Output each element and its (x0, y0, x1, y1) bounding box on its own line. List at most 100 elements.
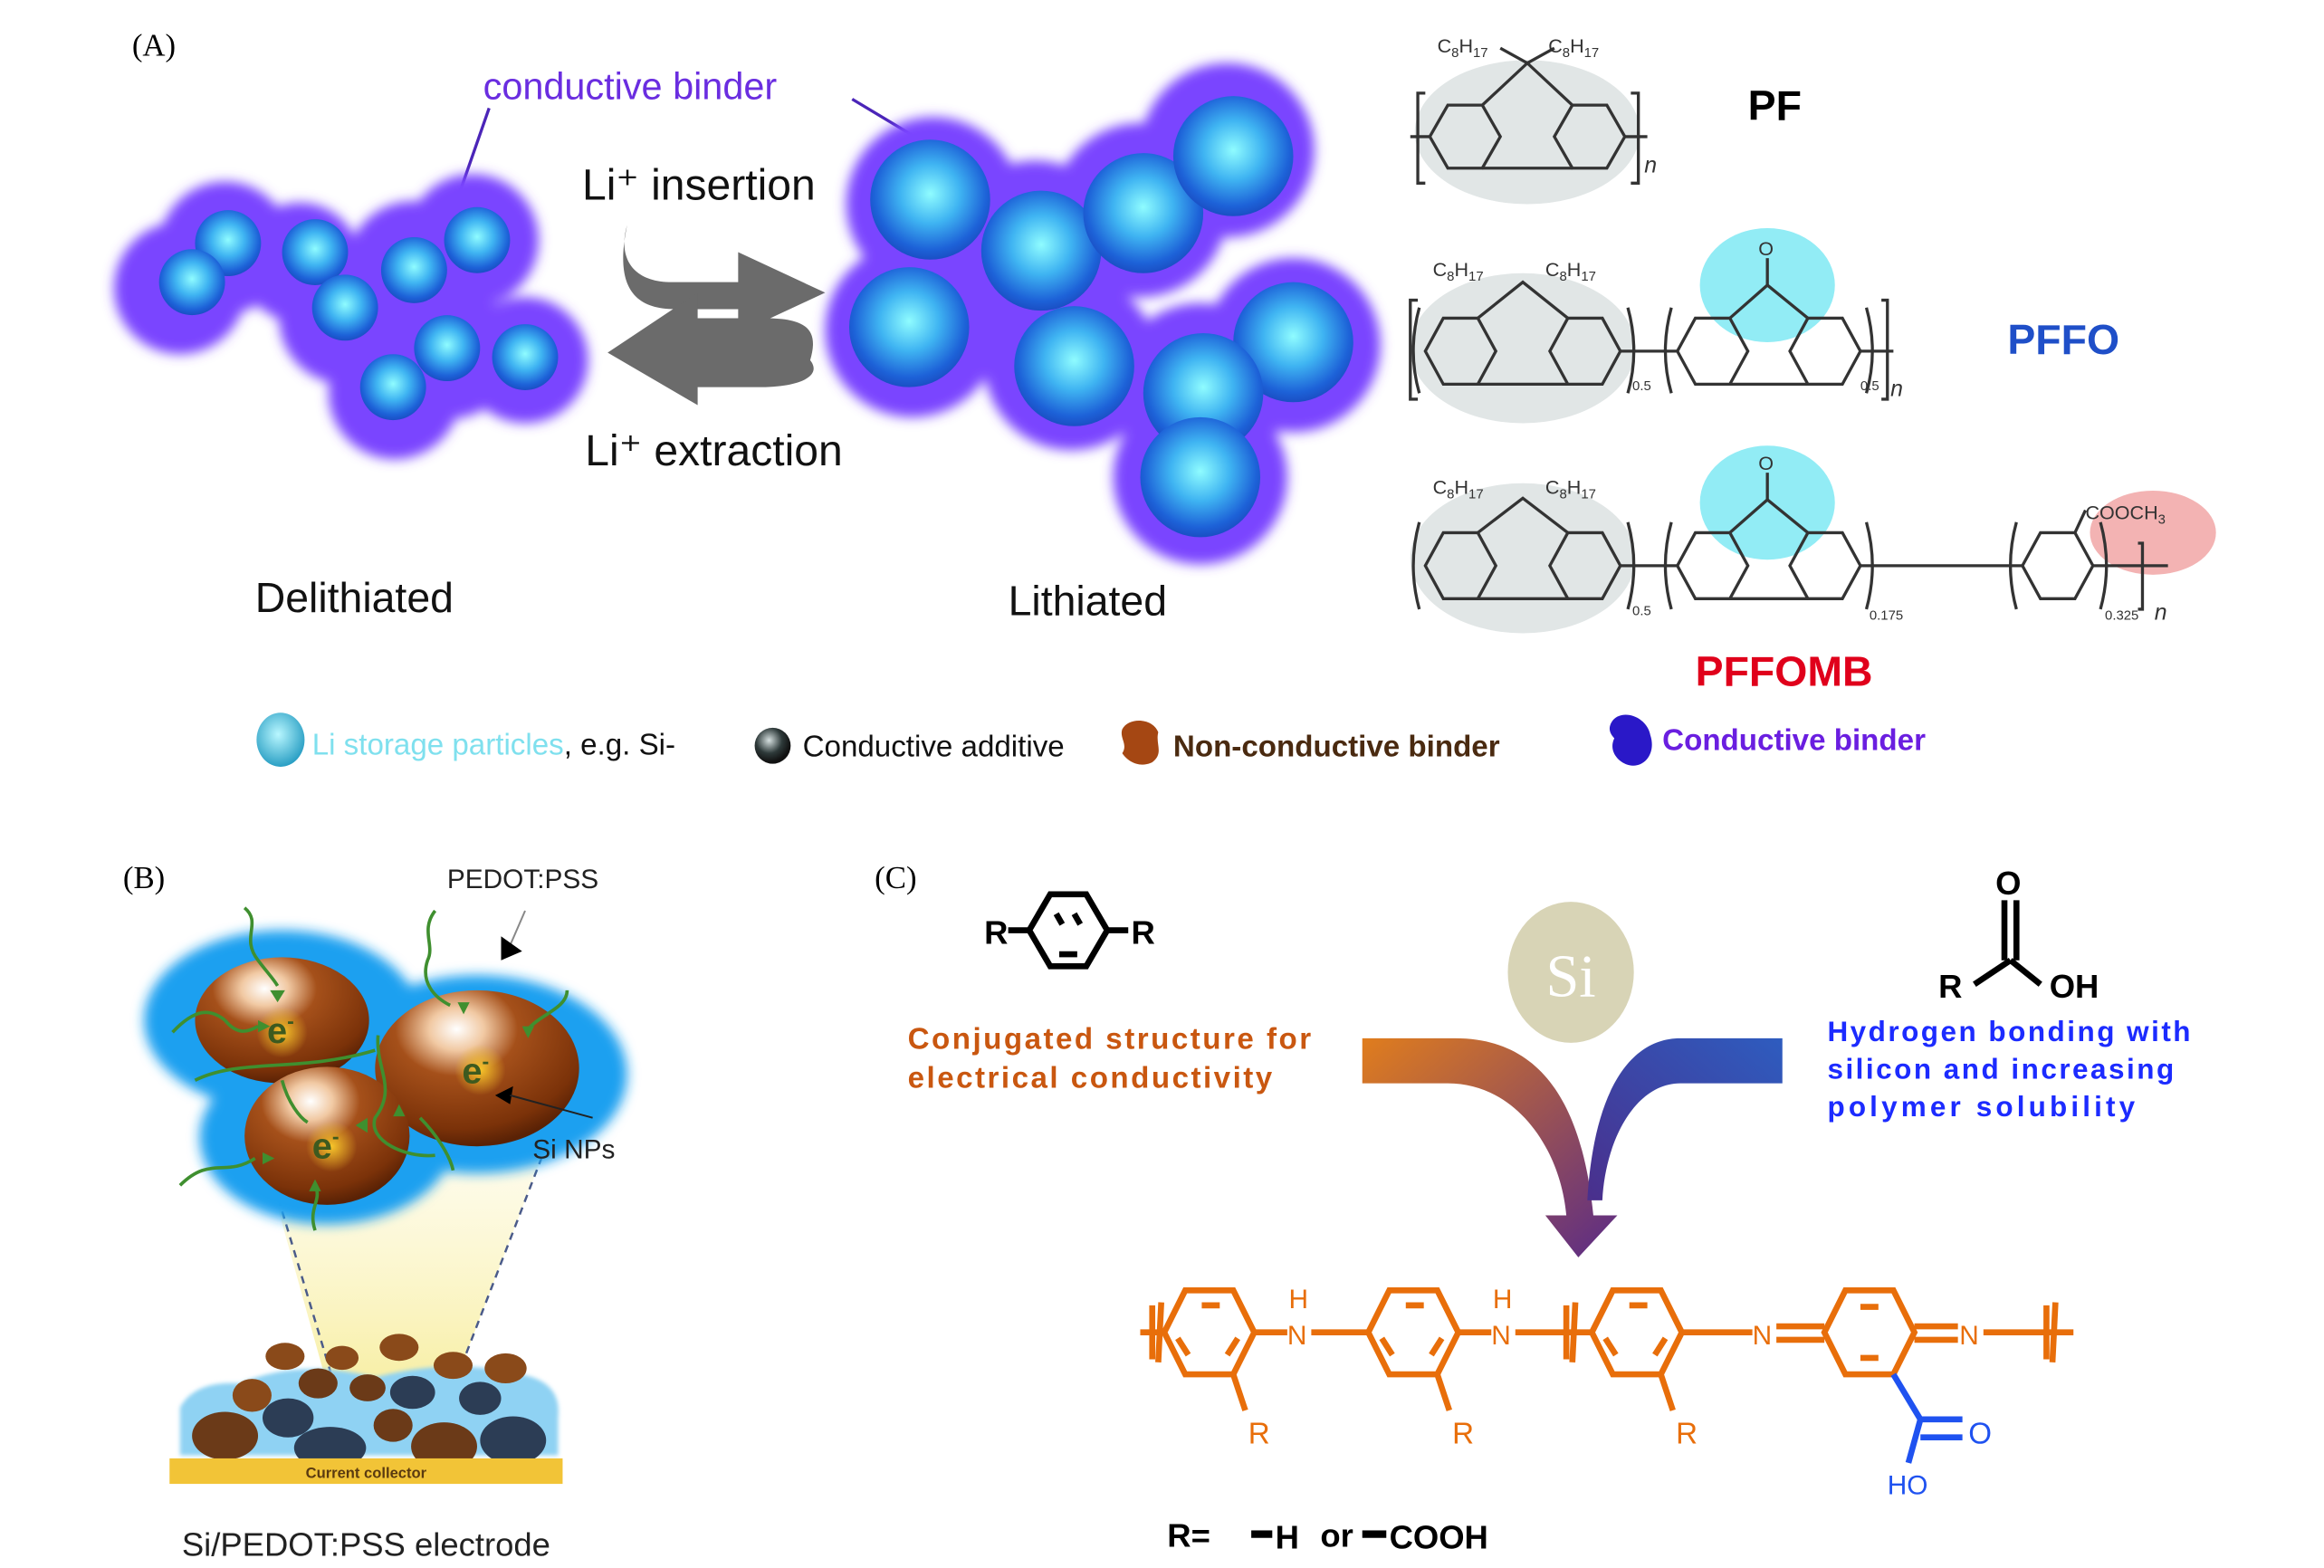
pedot-pointer-line (509, 910, 526, 946)
conductive-binder-swatch (1609, 714, 1652, 766)
r-definition-label: R= (1167, 1517, 1210, 1554)
legend-li-storage: Li storage particles, e.g. Si- (312, 729, 675, 762)
r-group: R (1676, 1417, 1698, 1450)
li-particle (1014, 306, 1134, 426)
r-group: R (984, 913, 1008, 951)
conductive-binder-callout: conductive binder (483, 65, 778, 107)
li-particle (870, 139, 990, 260)
subscript: 0.5 (1860, 379, 1879, 394)
substituent: C8H17 (1548, 35, 1599, 61)
r-or: or (1320, 1517, 1353, 1554)
electron-symbol: e- (462, 1049, 489, 1092)
substituent: C8H17 (1545, 259, 1596, 284)
pf-label: PF (1748, 82, 1802, 129)
repeat-n: n (2155, 601, 2167, 626)
electron-symbol: e- (312, 1124, 340, 1167)
repeat-n: n (1890, 378, 1903, 402)
substituent-cooch3: COOCH3 (2086, 502, 2166, 528)
li-insertion-label: Li⁺ insertion (582, 162, 816, 210)
electron-flow-arrowheads (258, 990, 534, 1191)
conjugated-text-line-1: Conjugated structure for (908, 1022, 1314, 1056)
carbonyl-o: O (1758, 238, 1774, 260)
li-particle (414, 315, 481, 382)
hbond-text-line-3: polymer solubility (1827, 1091, 2138, 1123)
insertion-arrow (623, 225, 826, 334)
pedot-chains (171, 906, 569, 1231)
extraction-arrow (607, 292, 814, 406)
hydroxyl-oh: OH (2050, 968, 2099, 1005)
imine-n: N (1959, 1321, 1979, 1351)
li-particle (1083, 153, 1204, 273)
conductive-additive-swatch (754, 727, 791, 764)
pedot-pointer-arrowhead (501, 936, 522, 961)
carboxylic-acid-structure (1973, 900, 2042, 987)
carbonyl-oxygen: O (1995, 865, 2021, 902)
li-particle (444, 206, 511, 273)
conjugated-text-line-2: electrical conductivity (908, 1062, 1275, 1095)
subscript: 0.325 (2105, 609, 2138, 624)
imine-n: N (1753, 1321, 1773, 1351)
pedot-pss-label: PEDOT:PSS (447, 865, 598, 894)
legend: Li storage particles, e.g. Si- Conductiv… (256, 712, 1926, 767)
electron-glow (306, 1121, 358, 1172)
cooh-ho: HO (1888, 1471, 1928, 1501)
electron-glow (256, 1007, 308, 1058)
hbond-text-line-1: Hydrogen bonding with (1827, 1016, 2193, 1047)
panel-a-label: (A) (132, 27, 176, 62)
bond-dash (1362, 1530, 1387, 1538)
conjugation-flow-arrow (1362, 1037, 1618, 1257)
r-group: R (1452, 1417, 1474, 1450)
legend-conductive-binder: Conductive binder (1662, 724, 1926, 758)
r-group: R (1132, 913, 1155, 951)
li-particle (1140, 416, 1261, 538)
substituent: C8H17 (1438, 35, 1488, 61)
current-collector (169, 1458, 563, 1485)
substituent: C8H17 (1433, 476, 1484, 502)
si-atom-label: Si (1545, 943, 1595, 1009)
si-atom-circle (1507, 902, 1634, 1043)
li-particle (158, 249, 225, 316)
pf-structure (1410, 46, 1648, 205)
carbonyl-o: O (1758, 453, 1774, 474)
li-extraction-label: Li⁺ extraction (585, 427, 842, 475)
li-particle (282, 219, 349, 285)
substituent: C8H17 (1545, 476, 1596, 502)
current-collector-label: Current collector (306, 1464, 427, 1481)
hbond-text-line-2: silicon and increasing (1827, 1054, 2176, 1085)
non-conductive-binder-swatch (1121, 720, 1159, 765)
si-nps-pointer-arrowhead (494, 1085, 513, 1104)
pffomb-label: PFFOMB (1696, 647, 1873, 694)
pffomb-structure (1410, 445, 2216, 634)
subscript: 0.5 (1632, 379, 1651, 394)
r-option-cooh: COOH (1390, 1518, 1488, 1555)
subscript: 0.175 (1870, 609, 1903, 624)
delithiated-label: Delithiated (255, 574, 454, 621)
legend-non-conductive-binder: Non-conductive binder (1173, 730, 1500, 763)
li-particle (492, 324, 559, 390)
bond-dash (1251, 1530, 1273, 1538)
amine-n: N (1287, 1321, 1307, 1351)
r-group: R (1938, 968, 1962, 1005)
hbond-flow-arrow (1587, 1037, 1783, 1200)
repeat-n: n (1644, 154, 1657, 178)
electron-glow (454, 1044, 506, 1095)
delithiated-cluster (113, 174, 588, 460)
li-particle (1233, 282, 1353, 403)
pffo-label: PFFO (2007, 316, 2119, 363)
amine-h: H (1289, 1285, 1309, 1315)
lithiated-label: Lithiated (1009, 578, 1167, 625)
li-particle (380, 236, 447, 303)
panel-c: (C) R R Conjugated structure for electri… (875, 860, 2193, 1555)
li-particle (359, 354, 426, 421)
li-particle (1172, 96, 1294, 216)
electron-symbol: e- (267, 1009, 294, 1051)
amine-h: H (1493, 1285, 1513, 1315)
li-particle (848, 267, 970, 387)
lithiated-cluster (825, 62, 1381, 565)
electrode-caption: Si/PEDOT:PSS electrode (182, 1526, 550, 1563)
cooh-o: O (1968, 1417, 1992, 1450)
polyaniline-chain (1140, 1286, 2074, 1411)
substituent: C8H17 (1433, 259, 1484, 284)
panel-c-label: (C) (875, 860, 916, 895)
